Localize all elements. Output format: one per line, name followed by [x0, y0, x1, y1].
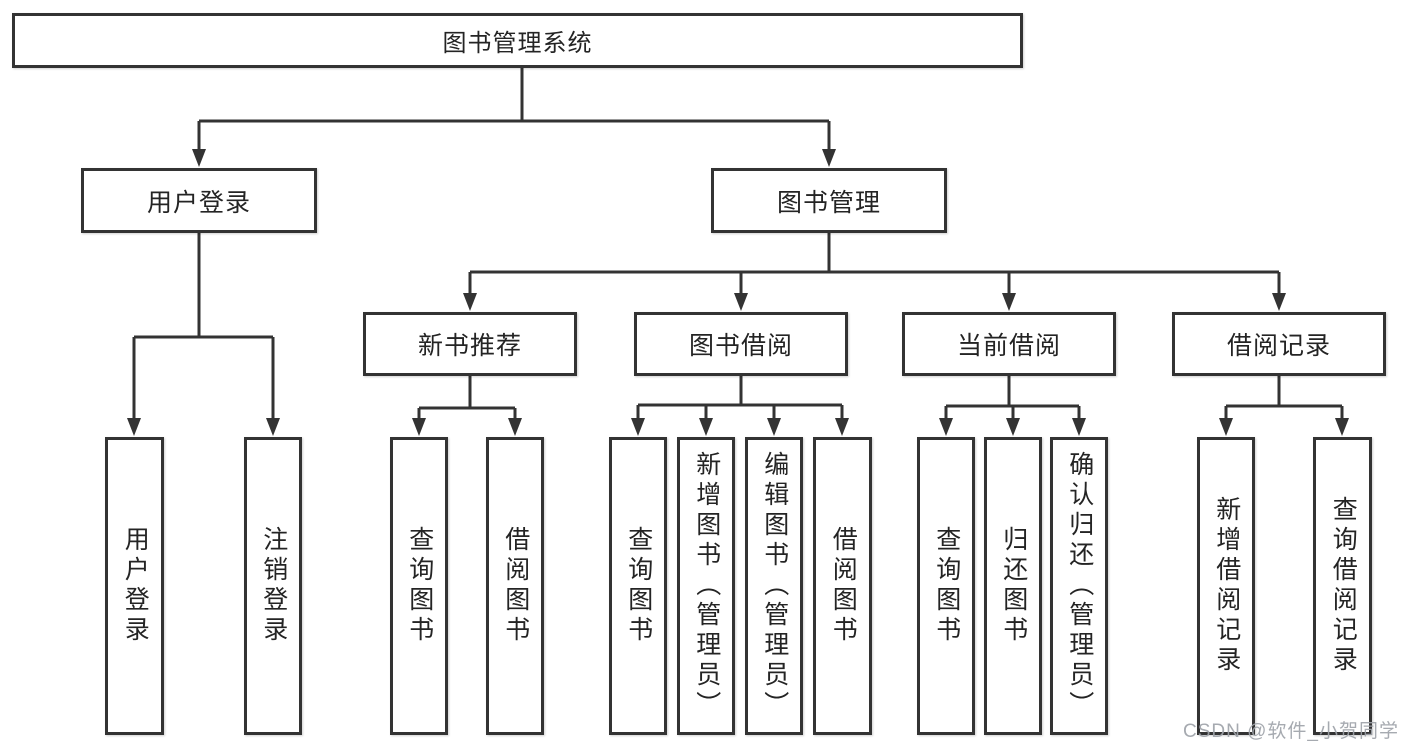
node-label: 图书管理 — [776, 188, 881, 217]
node-user-login-module: 用户登录 — [81, 168, 317, 233]
node-label: 注销登录 — [259, 526, 288, 646]
node-label: 图书管理系统 — [442, 30, 593, 57]
node-confirm-return-admin: 确认归还（管理员） — [1050, 437, 1108, 735]
node-add-borrow-record: 新增借阅记录 — [1197, 437, 1255, 735]
node-label: 借阅图书 — [829, 526, 858, 646]
node-label: 归还图书 — [999, 526, 1028, 646]
node-label: 新增图书（管理员） — [692, 451, 721, 721]
node-label: 用户登录 — [146, 188, 251, 217]
node-label: 新书推荐 — [417, 332, 522, 360]
node-edit-book-admin: 编辑图书（管理员） — [745, 437, 803, 735]
node-add-book-admin: 新增图书（管理员） — [677, 437, 735, 735]
node-borrow-books: 借阅图书 — [486, 437, 544, 735]
node-label: 图书借阅 — [688, 332, 793, 360]
node-query-borrow-record: 查询借阅记录 — [1313, 437, 1372, 735]
node-logout-action: 注销登录 — [244, 437, 302, 735]
node-label: 借阅记录 — [1226, 332, 1331, 360]
csdn-watermark: CSDN @软件_小贺同学 — [1183, 721, 1399, 742]
node-query-books-3: 查询图书 — [917, 437, 975, 735]
node-label: 借阅图书 — [501, 526, 530, 646]
node-label: 当前借阅 — [956, 332, 1061, 360]
node-label: 新增借阅记录 — [1212, 496, 1241, 676]
node-label: 查询图书 — [932, 526, 961, 646]
node-label: 查询图书 — [624, 526, 653, 646]
node-label: 查询图书 — [405, 526, 434, 646]
node-current-borrowing: 当前借阅 — [902, 312, 1116, 376]
node-label: 确认归还（管理员） — [1065, 451, 1094, 721]
node-user-login-action: 用户登录 — [105, 437, 164, 735]
node-label: 用户登录 — [121, 526, 150, 646]
node-borrowing-records: 借阅记录 — [1172, 312, 1386, 376]
connector-lines — [132, 68, 1344, 421]
node-new-book-recommendation: 新书推荐 — [363, 312, 577, 376]
node-query-books: 查询图书 — [390, 437, 448, 735]
node-library-management-system: 图书管理系统 — [12, 13, 1023, 68]
node-label: 查询借阅记录 — [1329, 496, 1358, 676]
node-return-books: 归还图书 — [984, 437, 1042, 735]
node-query-books-2: 查询图书 — [609, 437, 667, 735]
node-borrow-books-2: 借阅图书 — [813, 437, 872, 735]
node-book-borrowing: 图书借阅 — [634, 312, 848, 376]
node-book-management-module: 图书管理 — [711, 168, 947, 233]
node-label: 编辑图书（管理员） — [760, 451, 789, 721]
